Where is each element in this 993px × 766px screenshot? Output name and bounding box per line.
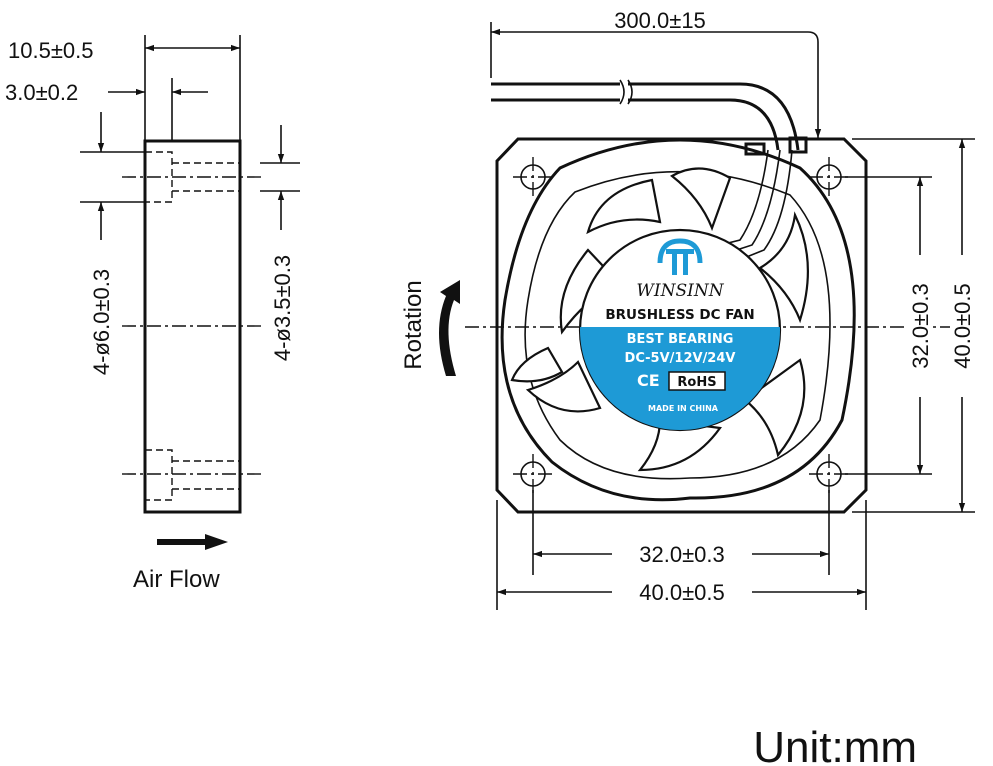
ce-mark-icon: CE [637,371,660,390]
fan-inner-duct-secondary [524,170,831,480]
dim-counterbore-dia-text: 4-ø6.0±0.3 [89,269,114,375]
fan-frame-outline [495,137,868,514]
side-view: 10.5±0.5 3.0±0.2 4-ø6.0±0.3 4-ø3.5±0.3 A… [5,35,300,593]
rotation-label: Rotation [400,280,427,369]
front-view: WINSINN BRUSHLESS DC FAN BEST BEARING DC… [400,8,975,610]
product-name: BRUSHLESS DC FAN [605,307,754,323]
mounting-hole-bl [513,454,553,494]
dim-thickness-text: 10.5±0.5 [8,38,93,63]
side-view-hidden-bore-top [145,151,240,203]
unit-label: Unit:mm [753,723,917,766]
mounting-hole-tr [809,157,849,197]
winsinn-logo-icon [657,238,703,275]
dim-frame-size-v-text: 40.0±0.5 [950,283,975,368]
mounting-hole-tl [513,157,553,197]
side-view-hidden-bore-bottom [145,449,240,501]
dim-hole-dia-text: 4-ø3.5±0.3 [270,255,295,361]
rohs-box [668,371,726,391]
dim-frame-size-h-text: 40.0±0.5 [639,580,724,605]
made-in-text: MADE IN CHINA [648,404,719,413]
brand-name: WINSINN [636,281,724,301]
mounting-hole-br [809,454,849,494]
fan-hub-label: WINSINN BRUSHLESS DC FAN BEST BEARING DC… [578,228,782,432]
voltage-text: DC-5V/12V/24V [625,351,736,366]
dim-cable-length-text: 300.0±15 [614,8,706,33]
dim-hole-spacing-h-text: 32.0±0.3 [639,542,724,567]
dim-hole-spacing-v-text: 32.0±0.3 [908,283,933,368]
dim-depth-text: 3.0±0.2 [5,80,78,105]
rotation-arrow-icon [439,280,460,376]
fan-inner-duct [500,138,856,502]
dim-line-cable [491,28,822,138]
airflow-label: Air Flow [133,566,220,593]
rohs-mark: RoHS [677,375,716,390]
bearing-text: BEST BEARING [627,332,734,347]
airflow-arrow-icon [157,534,228,550]
